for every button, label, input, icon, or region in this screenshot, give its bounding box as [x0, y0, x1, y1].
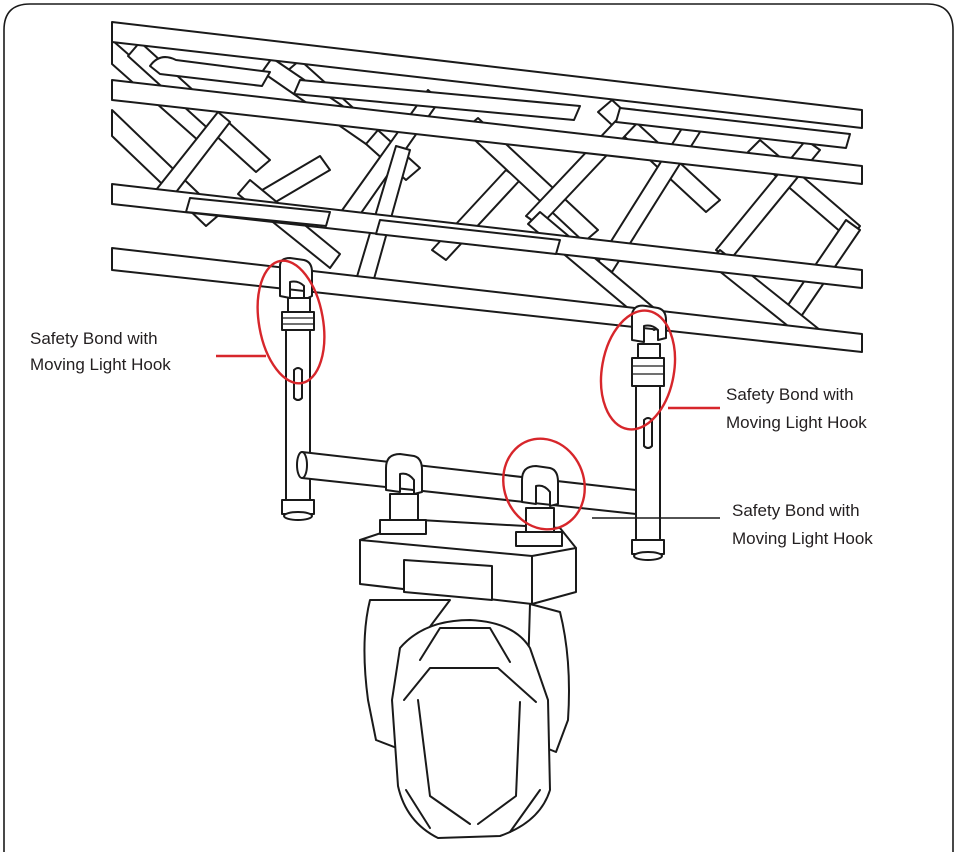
right-hook-assembly	[631, 304, 667, 561]
callout-line: Safety Bond with	[726, 385, 854, 404]
center-callout-ring	[502, 437, 586, 531]
callout-line: Moving Light Hook	[732, 529, 873, 548]
center-left-clamp	[385, 453, 423, 495]
right-callout-label: Safety Bond with Moving Light Hook	[726, 385, 867, 432]
center-callout-label: Safety Bond with Moving Light Hook	[732, 501, 873, 548]
right-callout-ring	[599, 309, 677, 431]
callout-line: Moving Light Hook	[30, 355, 171, 374]
left-hook-assembly	[279, 257, 315, 521]
callout-line: Moving Light Hook	[726, 413, 867, 432]
center-right-clamp	[521, 465, 559, 507]
fixture-head	[391, 619, 551, 839]
moving-head-fixture	[359, 453, 577, 839]
truss-top-chord-a	[111, 21, 863, 129]
left-callout-label: Safety Bond with Moving Light Hook	[30, 329, 171, 374]
truss	[111, 21, 863, 353]
left-callout-ring	[256, 259, 326, 385]
truss-top-chord-b	[111, 79, 863, 185]
callout-line: Safety Bond with	[30, 329, 158, 348]
callout-line: Safety Bond with	[732, 501, 860, 520]
frame-border	[3, 3, 954, 852]
